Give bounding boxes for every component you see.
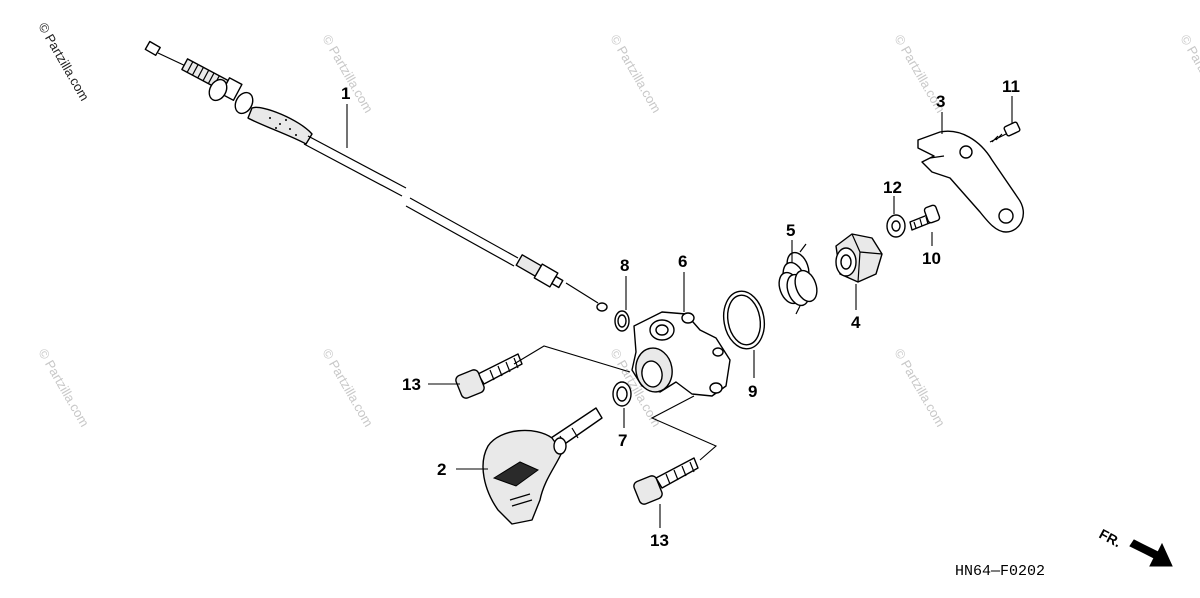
part-8-ring: [614, 310, 630, 332]
part-6-housing: [631, 311, 731, 397]
part-4-collar: [835, 233, 883, 283]
callout-13-upper: 13: [402, 375, 421, 394]
callout-6: 6: [678, 252, 687, 271]
callout-1: 1: [341, 84, 350, 103]
watermark: © Partzilla.com: [319, 346, 376, 429]
front-label: FR.: [1097, 526, 1124, 551]
drawing-code: HN64—F0202: [955, 563, 1045, 580]
callout-5: 5: [786, 221, 795, 240]
part-12-washer: [886, 214, 906, 238]
callout-4: 4: [851, 313, 861, 332]
watermark: © Partzilla.com: [1177, 32, 1200, 115]
callout-9: 9: [748, 382, 757, 401]
callout-13-lower: 13: [650, 531, 669, 550]
part-10-bolt: [909, 204, 941, 231]
watermark: © Partzilla.com: [891, 346, 948, 429]
part-13-bolt-upper: [455, 353, 523, 399]
callout-12: 12: [883, 178, 902, 197]
leader-lines: [346, 96, 1013, 528]
watermark: © Partzilla.com: [607, 32, 664, 115]
callout-10: 10: [922, 249, 941, 268]
callouts: 1 3 11 12 10 5 4 6 8 9 7 13 2 13: [341, 77, 1020, 550]
watermark-primary: © Partzilla.com: [35, 20, 92, 103]
front-arrow-icon: [1129, 539, 1173, 567]
callout-3: 3: [936, 92, 945, 111]
part-13-bolt-lower: [633, 457, 699, 505]
part-11-screw: [989, 121, 1021, 143]
part-7-seal: [612, 381, 632, 407]
part-2-lever: [482, 407, 603, 525]
callout-11: 11: [1002, 77, 1020, 96]
part-3-bracket-plate: [917, 130, 1024, 233]
watermark: © Partzilla.com: [35, 346, 92, 429]
callout-7: 7: [618, 431, 627, 450]
front-direction-indicator: FR.: [1097, 526, 1173, 567]
callout-2: 2: [437, 460, 446, 479]
part-5-spring: [778, 243, 818, 315]
callout-8: 8: [620, 256, 629, 275]
part-9-o-ring: [722, 290, 766, 350]
part-1-throttle-cable: [144, 40, 608, 312]
